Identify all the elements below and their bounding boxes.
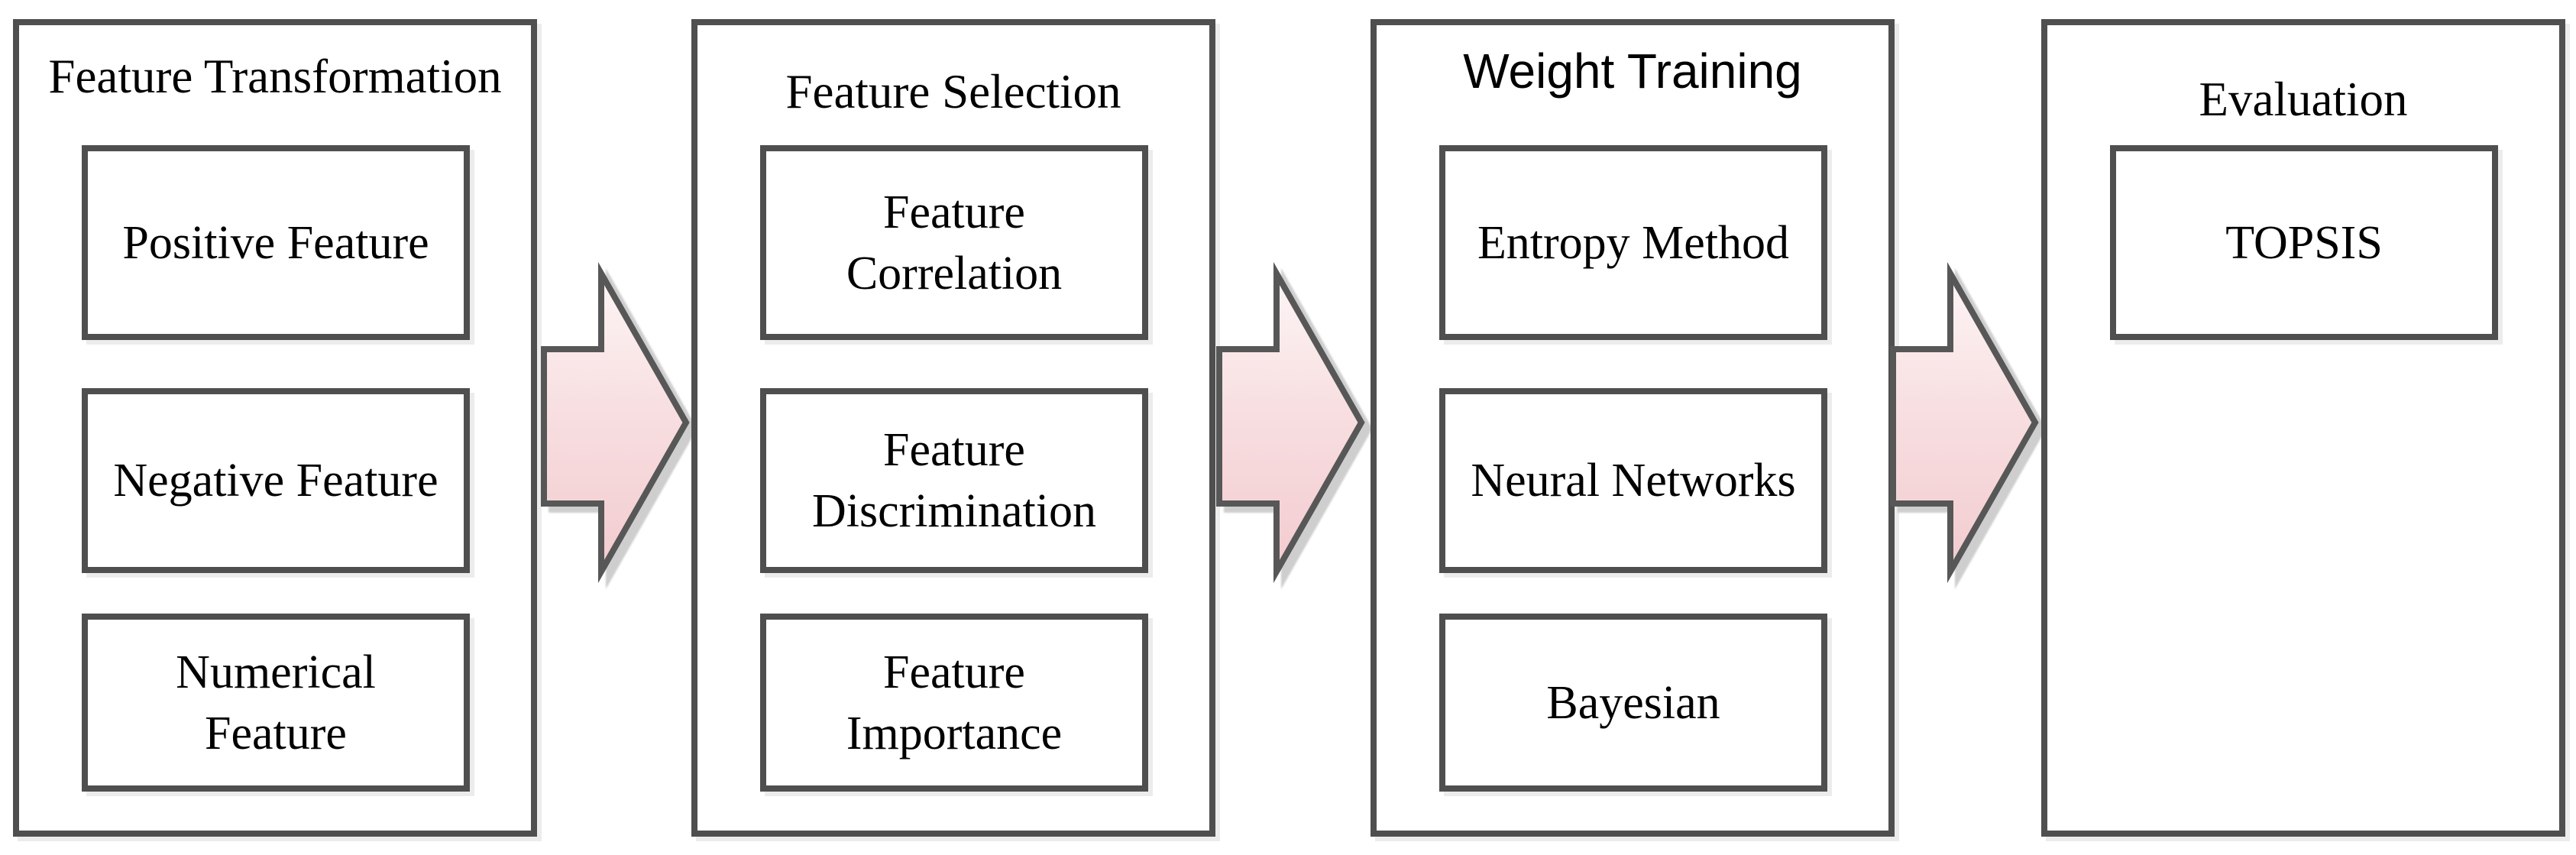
stage-panel-weight-training: Weight Training Entropy Method Neural Ne… — [1371, 19, 1895, 837]
flow-arrow-icon — [541, 261, 690, 584]
box-label-feature-correlation: Feature Correlation — [846, 186, 1063, 300]
box-label-negative-feature: Negative Feature — [113, 455, 439, 507]
flow-arrow-icon — [1890, 261, 2039, 584]
box-feature-importance: Feature Importance — [760, 614, 1148, 792]
box-feature-correlation: Feature Correlation — [760, 145, 1148, 340]
box-label-feature-importance: Feature Importance — [846, 646, 1063, 759]
box-bayesian: Bayesian — [1439, 614, 1827, 792]
stage-title-feature-selection: Feature Selection — [785, 65, 1121, 118]
box-neural-networks: Neural Networks — [1439, 388, 1827, 573]
box-feature-discrimination: Feature Discrimination — [760, 388, 1148, 573]
stage-panel-feature-selection: Feature Selection Feature Correlation Fe… — [691, 19, 1215, 837]
box-positive-feature: Positive Feature — [82, 145, 470, 340]
box-label-feature-discrimination: Feature Discrimination — [812, 424, 1096, 537]
box-label-positive-feature: Positive Feature — [122, 216, 429, 269]
box-numerical-feature: Numerical Feature — [82, 614, 470, 792]
flow-arrow-icon — [1216, 261, 1365, 584]
stage-title-feature-transformation: Feature Transformation — [48, 50, 502, 103]
box-negative-feature: Negative Feature — [82, 388, 470, 573]
box-label-neural-networks: Neural Networks — [1471, 455, 1796, 507]
stage-panel-evaluation: Evaluation TOPSIS — [2041, 19, 2565, 837]
stage-title-weight-training: Weight Training — [1463, 44, 1802, 99]
box-entropy-method: Entropy Method — [1439, 145, 1827, 340]
box-label-numerical-feature: Numerical Feature — [176, 646, 376, 759]
box-topsis: TOPSIS — [2110, 145, 2498, 340]
box-label-entropy-method: Entropy Method — [1477, 216, 1790, 269]
stage-title-evaluation: Evaluation — [2199, 73, 2408, 126]
box-label-topsis: TOPSIS — [2225, 216, 2383, 269]
stage-panel-feature-transformation: Feature Transformation Positive Feature … — [13, 19, 537, 837]
box-label-bayesian: Bayesian — [1546, 676, 1720, 729]
